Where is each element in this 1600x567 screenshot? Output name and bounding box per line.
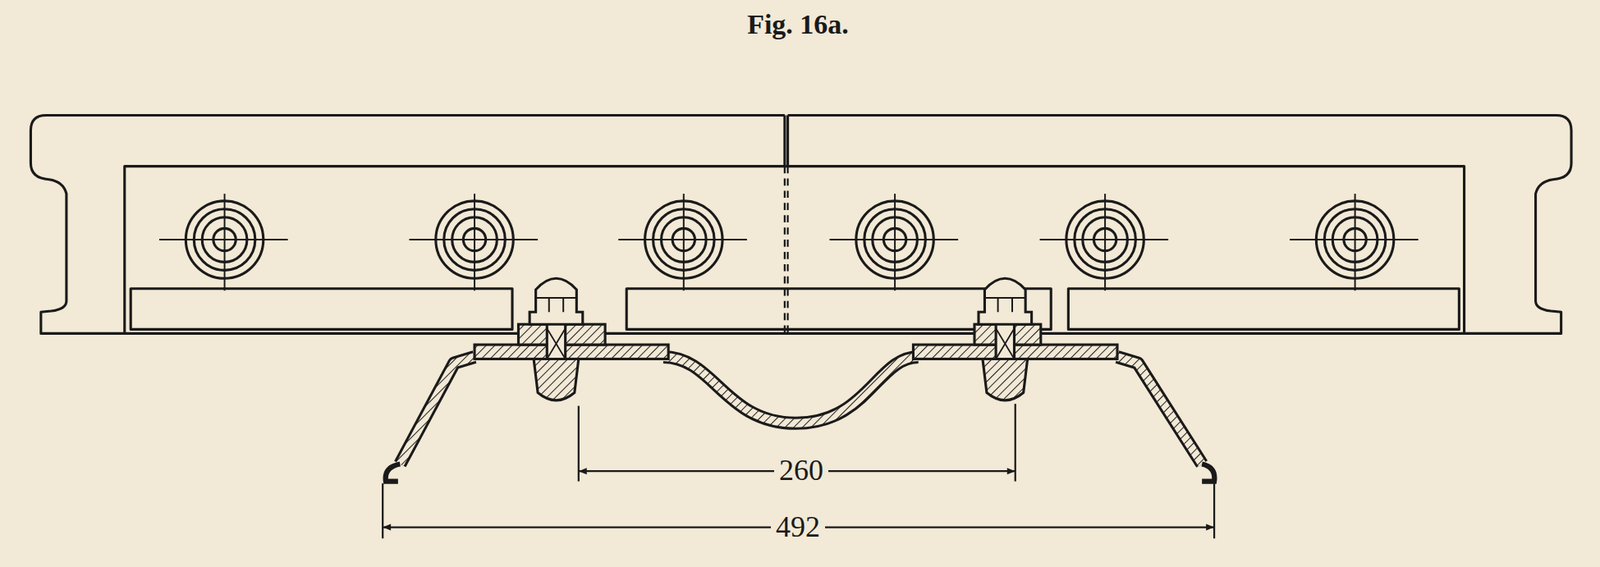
clamp-bolt (518, 278, 606, 401)
bolt-head (829, 193, 959, 291)
rail-gap-hidden (786, 166, 789, 335)
bolt-head (159, 193, 289, 291)
bolt-head (409, 193, 539, 291)
clamp-bolts (518, 278, 1041, 401)
fishplate (124, 166, 1465, 335)
bolt-head (1289, 193, 1419, 291)
bolt-head (618, 193, 748, 291)
dimension-label: 492 (770, 511, 826, 545)
fish-bolts (159, 193, 1419, 291)
rail-gap (786, 114, 789, 166)
fishplate-flange (130, 288, 513, 331)
rail-gap-hidden (783, 166, 786, 335)
fishplate-flange (1068, 288, 1459, 331)
figure-title: Fig. 16a. (742, 9, 854, 40)
clamp-bolt (974, 278, 1041, 401)
bolt-head (1040, 193, 1170, 291)
rail-left (30, 114, 784, 334)
rail-right (788, 114, 1572, 334)
dimension-label: 260 (774, 454, 829, 488)
rail-gap (783, 114, 786, 166)
